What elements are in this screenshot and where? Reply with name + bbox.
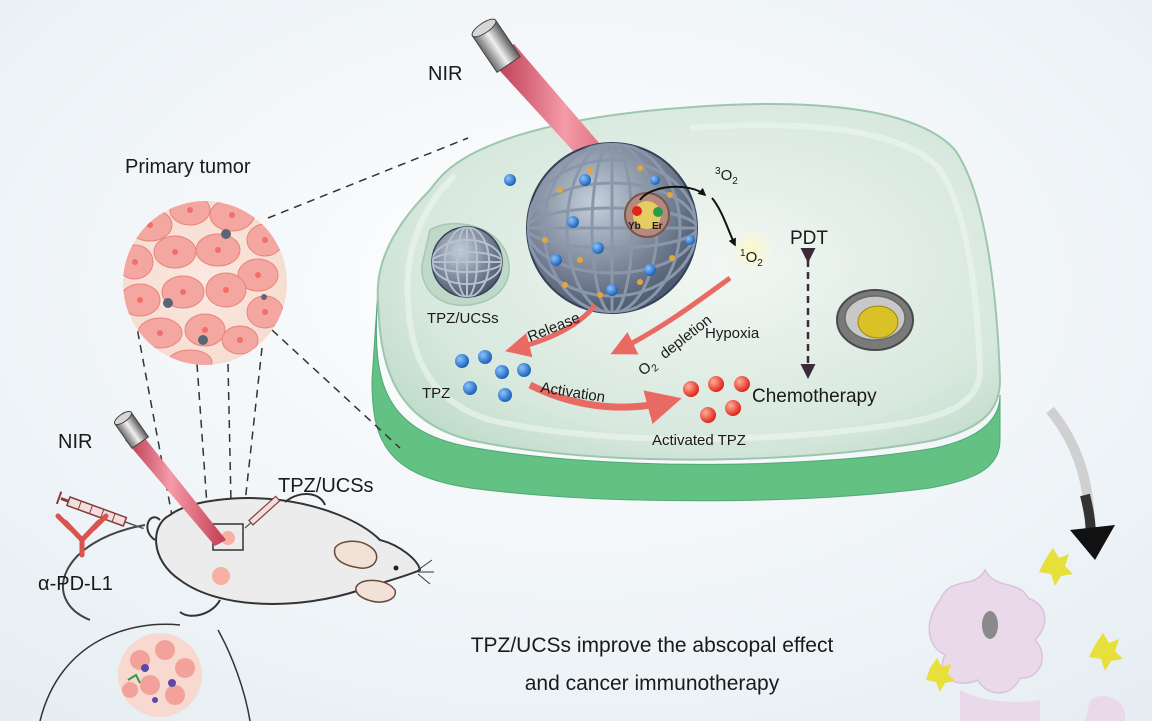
nir-top-label: NIR [428, 63, 462, 85]
pdt-label: PDT [790, 228, 828, 249]
caption-line-2: and cancer immunotherapy [525, 672, 780, 695]
ucs-nanosphere [526, 142, 698, 314]
distant-tumor [118, 633, 202, 717]
mouse [62, 493, 434, 621]
chemotherapy-label: Chemotherapy [752, 386, 877, 407]
caption-line-1: TPZ/UCSs improve the abscopal effect [471, 634, 834, 657]
tpz-ucss-cell-label: TPZ/UCSs [427, 310, 499, 327]
singlet-oxygen-label: 1O2 [740, 248, 763, 269]
energy-transfer-arrows [639, 185, 736, 247]
tpz-molecules-free [504, 174, 516, 186]
transition-arrow-head [1070, 525, 1115, 560]
primary-tumor-zoom [123, 201, 287, 365]
process-arrows [505, 275, 732, 425]
tpz-label: TPZ [422, 385, 450, 402]
yb-label: Yb [628, 221, 641, 232]
er-label: Er [652, 221, 663, 232]
tpz-ucss-mouse-label: TPZ/UCSs [278, 475, 374, 497]
small-ucs-sphere [431, 226, 503, 298]
syringe-icon [55, 491, 144, 530]
activated-tpz-label: Activated TPZ [652, 432, 746, 449]
zoom-lines [129, 137, 469, 549]
antibody-label: α-PD-L1 [38, 573, 113, 595]
organelle-icon [836, 289, 914, 351]
syringe-injection-icon [244, 495, 281, 529]
tumor-cells [123, 201, 284, 365]
tpz-molecules [455, 350, 531, 402]
nir-laser-left [113, 410, 226, 546]
antibody-icon [55, 513, 109, 558]
primary-tumor-label: Primary tumor [125, 156, 251, 178]
hypoxia-label: Hypoxia [705, 325, 760, 342]
nir-left-label: NIR [58, 431, 92, 453]
immune-cells [926, 548, 1125, 721]
o2-depletion-sub: 2 [650, 362, 662, 374]
activated-tpz-molecules [683, 376, 750, 423]
triplet-oxygen-label: 3O2 [715, 166, 738, 187]
